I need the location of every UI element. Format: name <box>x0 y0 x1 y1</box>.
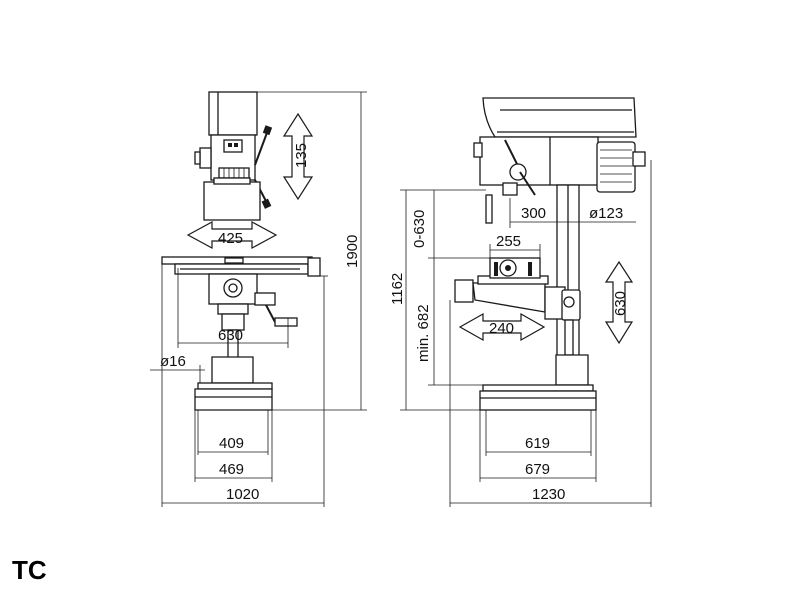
dim-630-front: 630 <box>218 327 243 344</box>
front-spindle-housing <box>203 181 261 221</box>
dim-300: 300 <box>521 205 546 222</box>
dim-630-side: 630 <box>612 291 629 316</box>
table-traverse-arrow <box>186 220 278 250</box>
side-top-cover <box>482 97 637 138</box>
table-raise-arrow <box>604 260 634 345</box>
dim-135: 135 <box>293 143 310 168</box>
model-label: TC <box>12 555 47 585</box>
side-base <box>479 390 597 411</box>
front-view <box>161 91 328 411</box>
movement-arrows <box>186 112 634 345</box>
table-slide-arrow <box>458 312 546 342</box>
side-table-arm <box>472 282 546 313</box>
dim-255: 255 <box>496 233 521 250</box>
dim-slot-16: ø16 <box>160 353 186 370</box>
dim-1230: 1230 <box>532 486 565 503</box>
dim-469: 469 <box>219 461 244 478</box>
vertical-travel-arrow <box>282 112 314 201</box>
front-base <box>194 388 273 411</box>
dim-min-682: min. 682 <box>415 304 432 362</box>
dim-0-630: 0-630 <box>411 210 428 248</box>
dimension-lines <box>150 91 652 507</box>
dimension-labels: 135 425 1900 630 ø16 409 469 1020 0-630 … <box>160 143 629 503</box>
dim-1900: 1900 <box>344 235 361 268</box>
dim-dia-123: ø123 <box>589 205 623 222</box>
dim-240: 240 <box>489 320 514 337</box>
dim-679: 679 <box>525 461 550 478</box>
front-motor <box>208 91 258 136</box>
dim-1020: 1020 <box>226 486 259 503</box>
side-view <box>454 97 646 411</box>
side-head <box>479 136 599 186</box>
dim-619: 619 <box>525 435 550 452</box>
dim-425: 425 <box>218 230 243 247</box>
side-motor <box>596 141 636 193</box>
dim-409: 409 <box>219 435 244 452</box>
dim-1162: 1162 <box>389 273 406 305</box>
